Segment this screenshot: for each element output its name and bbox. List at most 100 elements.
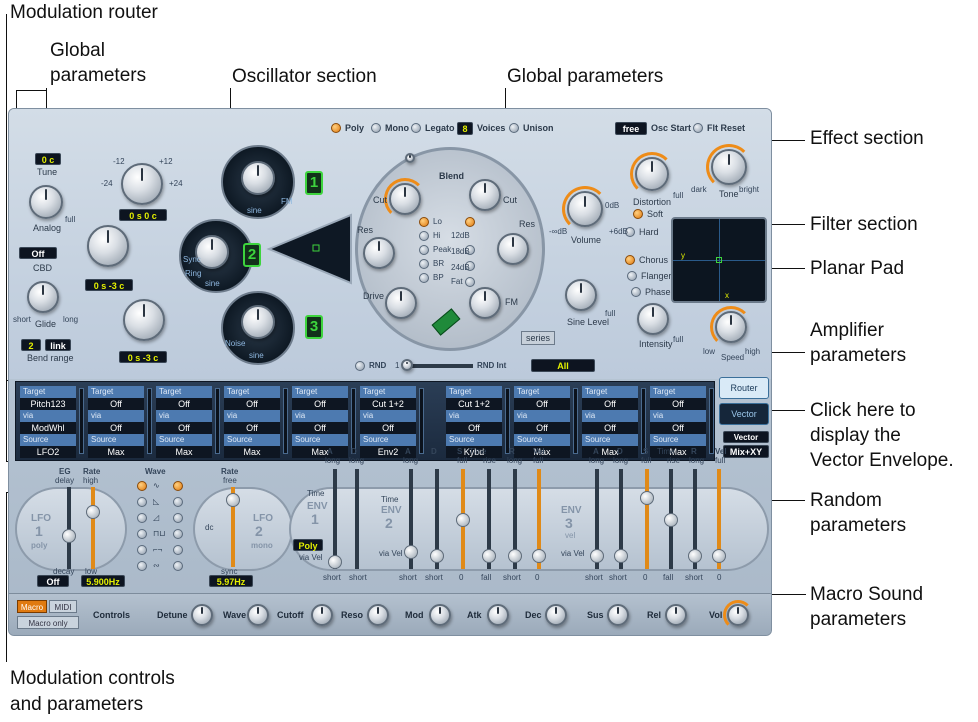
route-via-value[interactable]: Off	[360, 422, 416, 434]
route-source-value[interactable]: Max	[292, 446, 348, 458]
filter-type-hi-led[interactable]	[419, 231, 429, 241]
distortion-soft-led[interactable]	[633, 209, 643, 219]
route-amount-slider[interactable]	[351, 388, 356, 454]
route-source-value[interactable]: Max	[582, 446, 638, 458]
router-view-button[interactable]: Router	[719, 377, 769, 399]
env2-attack-fader[interactable]	[409, 469, 413, 569]
mono-led[interactable]	[371, 123, 381, 133]
route-slot-5[interactable]: Target Off via Off Source Max	[292, 386, 356, 458]
route-amount-slider[interactable]	[709, 388, 714, 454]
route-target-value[interactable]: Pitch123	[20, 398, 76, 410]
filter1-res-knob[interactable]	[363, 237, 395, 269]
route-via-value[interactable]: ModWhl	[20, 422, 76, 434]
filter2-cut-knob[interactable]	[469, 179, 501, 211]
route-source-value[interactable]: Kybd	[446, 446, 502, 458]
poly-led[interactable]	[331, 123, 341, 133]
env2-release-fader-cap[interactable]	[508, 549, 522, 563]
filter-type-br-led[interactable]	[419, 259, 429, 269]
env2-vel-fader-cap[interactable]	[532, 549, 546, 563]
osc1-tune-display[interactable]: 0 s 0 c	[119, 209, 167, 221]
route-amount-slider[interactable]	[283, 388, 288, 454]
osc3-waveform-knob[interactable]	[241, 305, 275, 339]
route-via-value[interactable]: Off	[224, 422, 280, 434]
blend-slider-cap[interactable]	[405, 153, 415, 163]
rnd-int-slider-cap[interactable]	[401, 359, 413, 371]
env2-sustain-fader-cap[interactable]	[456, 513, 470, 527]
lfo1-wave-5-led[interactable]	[137, 545, 147, 555]
osc2-tune-display[interactable]: 0 s -3 c	[85, 279, 133, 291]
route-via-value[interactable]: Off	[582, 422, 638, 434]
osc2-waveform-knob[interactable]	[195, 235, 229, 269]
mod-macro-knob[interactable]	[429, 604, 451, 626]
osc1-waveform-knob[interactable]	[241, 161, 275, 195]
route-via-value[interactable]: Off	[446, 422, 502, 434]
route-slot-6[interactable]: Target Cut 1+2 via Off Source Env2	[360, 386, 424, 458]
glide-knob[interactable]	[27, 281, 59, 313]
route-amount-slider[interactable]	[505, 388, 510, 454]
env3-time-fader-cap[interactable]	[664, 513, 678, 527]
sustain-macro-knob[interactable]	[607, 604, 629, 626]
env2-time-fader-cap[interactable]	[482, 549, 496, 563]
env2-decay-fader-cap[interactable]	[430, 549, 444, 563]
route-target-value[interactable]: Cut 1+2	[446, 398, 502, 410]
env3-attack-fader-cap[interactable]	[590, 549, 604, 563]
route-slot-2[interactable]: Target Off via Off Source Max	[88, 386, 152, 458]
route-via-value[interactable]: Off	[514, 422, 570, 434]
unison-led[interactable]	[509, 123, 519, 133]
route-target-value[interactable]: Off	[88, 398, 144, 410]
planar-pad[interactable]: y x	[671, 217, 767, 303]
wave-macro-knob[interactable]	[247, 604, 269, 626]
reso-macro-knob[interactable]	[367, 604, 389, 626]
route-slot-1[interactable]: Target Pitch123 via ModWhl Source LFO2	[20, 386, 84, 458]
osc1-pitch-knob[interactable]	[121, 163, 163, 205]
lfo1-rate-display[interactable]: 5.900Hz	[81, 575, 125, 587]
bend-range-display[interactable]: 2	[21, 339, 41, 351]
route-target-value[interactable]: Cut 1+2	[360, 398, 416, 410]
filter2-res-knob[interactable]	[497, 233, 529, 265]
route-via-value[interactable]: Off	[292, 422, 348, 434]
midi-tab[interactable]: MIDI	[49, 600, 77, 613]
env3-sustain-fader-cap[interactable]	[640, 491, 654, 505]
route-target-value[interactable]: Off	[292, 398, 348, 410]
osc2-enable-button[interactable]: 2	[243, 243, 261, 267]
bend-link-button[interactable]: link	[45, 339, 71, 351]
distortion-hard-led[interactable]	[625, 227, 635, 237]
lfo2-rate-fader[interactable]	[231, 487, 235, 567]
lfo1-mode-display[interactable]: Off	[37, 575, 69, 587]
lfo1-wave-4-led[interactable]	[137, 529, 147, 539]
route-slot-7[interactable]: Target Cut 1+2 via Off Source Kybd	[446, 386, 510, 458]
env3-vel-fader-cap[interactable]	[712, 549, 726, 563]
route-amount-slider[interactable]	[573, 388, 578, 454]
sine-level-knob[interactable]	[565, 279, 597, 311]
env3-sustain-fader[interactable]	[645, 469, 649, 569]
route-source-value[interactable]: Max	[156, 446, 212, 458]
decay-macro-knob[interactable]	[545, 604, 567, 626]
osc1-enable-button[interactable]: 1	[305, 171, 323, 195]
route-slot-9[interactable]: Target Off via Off Source Max	[582, 386, 646, 458]
route-via-value[interactable]: Off	[156, 422, 212, 434]
route-target-value[interactable]: Off	[650, 398, 706, 410]
rnd-destination-display[interactable]: All	[531, 359, 595, 372]
legato-led[interactable]	[411, 123, 421, 133]
env3-release-fader[interactable]	[693, 469, 697, 569]
macro-only-button[interactable]: Macro only	[17, 616, 79, 629]
osc3-enable-button[interactable]: 3	[305, 315, 323, 339]
lfo1-wave-1-led[interactable]	[137, 481, 147, 491]
tune-display[interactable]: 0 c	[35, 153, 61, 165]
route-amount-slider[interactable]	[215, 388, 220, 454]
flt-reset-led[interactable]	[693, 123, 703, 133]
phaser-led[interactable]	[631, 287, 641, 297]
route-target-value[interactable]: Off	[156, 398, 212, 410]
vector-mode-display[interactable]: Mix+XY	[723, 445, 769, 458]
filter-slope-24db-led[interactable]	[465, 261, 475, 271]
env2-decay-fader[interactable]	[435, 469, 439, 569]
release-macro-knob[interactable]	[665, 604, 687, 626]
osc3-tune-display[interactable]: 0 s -3 c	[119, 351, 167, 363]
route-amount-slider[interactable]	[419, 388, 424, 454]
route-source-value[interactable]: LFO2	[20, 446, 76, 458]
lfo1-rate-fader[interactable]	[91, 487, 95, 569]
route-slot-10[interactable]: Target Off via Off Source Max	[650, 386, 714, 458]
filter-type-peak-led[interactable]	[419, 245, 429, 255]
route-source-value[interactable]: Max	[88, 446, 144, 458]
rnd-button[interactable]	[355, 361, 365, 371]
